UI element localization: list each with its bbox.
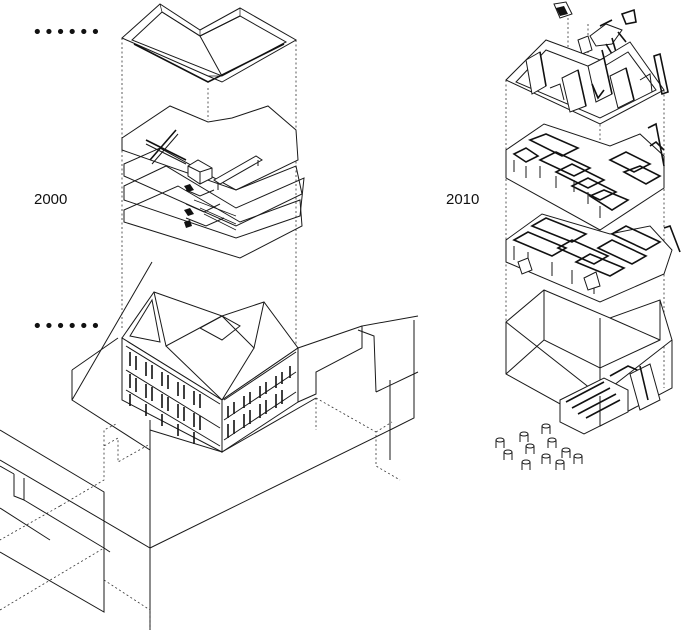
year-label-2010: 2010 [446,191,480,208]
floor-plates-2000 [121,105,305,259]
ellipsis-dots-top: •••••• [32,22,102,43]
office-floor-lower [505,213,681,303]
ellipsis-dots-middle: •••••• [32,316,102,337]
ground-floor-2010 [505,289,673,435]
left-facade-windows [125,345,221,447]
right-column-2010 [495,1,681,470]
top-fragments [553,1,637,59]
right-facade-windows [223,351,297,441]
dashed-site-outline [0,397,401,630]
roof-layer [121,3,298,83]
office-floor-upper [505,122,665,231]
main-building-2000 [0,291,419,630]
roof-level-2010 [505,39,669,125]
year-label-2000: 2000 [34,191,68,208]
left-column-2000 [0,3,419,630]
planter-cylinders [495,423,583,470]
